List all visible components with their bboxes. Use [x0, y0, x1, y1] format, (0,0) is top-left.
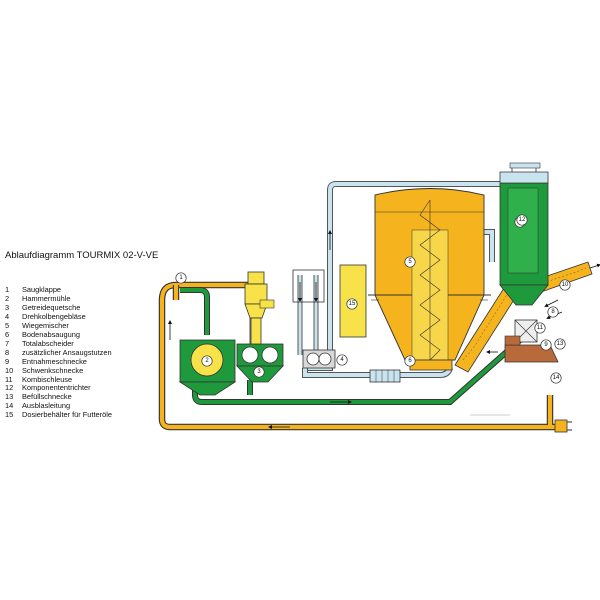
callout-1: 1 [175, 272, 187, 284]
legend-label: Wiegemischer [22, 320, 69, 330]
callout-label: 14 [553, 375, 560, 381]
legend-number: 8 [5, 347, 10, 357]
legend-number: 13 [5, 392, 14, 402]
callout-4: 4 [336, 354, 348, 366]
legend-item: 12 Komponententrichter [5, 384, 112, 393]
callout-label: 5 [408, 259, 412, 265]
callout-2: 2 [201, 355, 213, 367]
silencer [369, 369, 401, 383]
legend-number: 4 [5, 311, 10, 321]
callout-label: 13 [557, 341, 564, 347]
legend-label: Ausblasleitung [22, 401, 71, 411]
callout-10: 10 [559, 279, 571, 291]
callout-label: 4 [340, 357, 344, 363]
cyclone-separator [244, 271, 275, 345]
legend-number: 6 [5, 329, 10, 339]
legend-label: Kombischleuse [22, 374, 73, 384]
callout-label: 6 [408, 358, 412, 364]
legend-item: 5 Wiegemischer [5, 320, 112, 331]
legend-item: 7 Totalabscheider [5, 338, 112, 349]
filter-box [292, 269, 325, 303]
legend-label: Totalabscheider [22, 338, 74, 348]
legend-label: Hammermühle [22, 293, 71, 303]
legend-number: 10 [5, 365, 14, 375]
callout-label: 12 [519, 217, 526, 223]
legend-label: Bodenabsaugung [22, 329, 80, 339]
weighing-mixer [368, 188, 491, 371]
legend-item: 3 Getreidequetsche [5, 302, 112, 313]
callouts: 123456789101112131415 [175, 214, 571, 384]
combi-lock [514, 319, 538, 343]
legend-label: Saugklappe [22, 285, 62, 294]
legend-label: Befüllschnecke [22, 392, 72, 402]
legend-number: 11 [5, 374, 13, 384]
rotary-blower [302, 349, 336, 369]
legend-number: 15 [5, 410, 14, 420]
legend-number: 1 [5, 285, 10, 294]
callout-label: 11 [537, 325, 544, 331]
callout-label: 8 [551, 309, 555, 315]
legend-number: 2 [5, 293, 10, 303]
legend-label: Getreidequetsche [22, 302, 81, 312]
legend-number: 7 [5, 338, 10, 348]
callout-9: 9 [540, 339, 552, 351]
inlet-arrow-2 [544, 299, 559, 307]
legend-number: 9 [5, 356, 10, 366]
legend-label: Dosierbehälter für Futteröle [22, 410, 112, 420]
callout-label: 3 [257, 369, 261, 375]
callout-5: 5 [404, 256, 416, 268]
outlet-arrow [589, 263, 600, 269]
legend-item: 1 Saugklappe [5, 285, 112, 295]
callout-8: 8 [547, 306, 559, 318]
callout-15: 15 [346, 298, 358, 310]
legend-item: 8 zusätzlicher Ansaugstutzen [5, 347, 112, 358]
legend-label: zusätzlicher Ansaugstutzen [22, 347, 112, 357]
callout-label: 10 [562, 282, 569, 288]
legend-label: Drehkolbengebläse [22, 311, 86, 321]
legend-number: 14 [5, 401, 14, 411]
legend-number: 5 [5, 320, 10, 330]
legend-item: 13 Befüllschnecke [5, 392, 112, 402]
yellow-suction-pipe [158, 281, 563, 431]
intake-nozzle [554, 419, 572, 433]
legend: 1 Saugklappe 2 Hammermühle 3 Getreidequetsche… [5, 285, 112, 420]
callout-11: 11 [534, 322, 546, 334]
callout-6: 6 [404, 355, 416, 367]
component-hopper [499, 162, 549, 306]
legend-label: Schwenkschnecke [22, 365, 84, 375]
legend-item: 2 Hammermühle [5, 293, 112, 304]
legend-item: 15 Dosierbehälter für Futteröle [5, 410, 112, 420]
legend-label: Komponententrichter [22, 383, 91, 393]
legend-item: 9 Entnahmeschnecke [5, 356, 112, 367]
callout-label: 9 [544, 342, 548, 348]
legend-number: 12 [5, 383, 14, 393]
legend-item: 4 Drehkolbengebläse [5, 311, 112, 322]
legend-item: 10 Schwenkschnecke [5, 365, 112, 376]
callout-label: 1 [179, 275, 183, 281]
callout-label: 2 [205, 358, 209, 364]
legend-item: 11 Kombischleuse [5, 374, 112, 385]
legend-item: 6 Bodenabsaugung [5, 329, 112, 340]
hammer-mill [178, 339, 237, 396]
callout-12: 12 [516, 214, 528, 226]
callout-13: 13 [554, 338, 566, 350]
legend-number: 3 [5, 302, 10, 312]
green-conveying-pipe [180, 287, 522, 405]
legend-item: 14 Ausblasleitung [5, 401, 112, 411]
legend-label: Entnahmeschnecke [22, 356, 87, 366]
callout-14: 14 [550, 372, 562, 384]
callout-label: 15 [349, 301, 356, 307]
diagram-title: Ablaufdiagramm TOURMIX 02-V-VE [5, 250, 159, 261]
callout-3: 3 [253, 366, 265, 378]
